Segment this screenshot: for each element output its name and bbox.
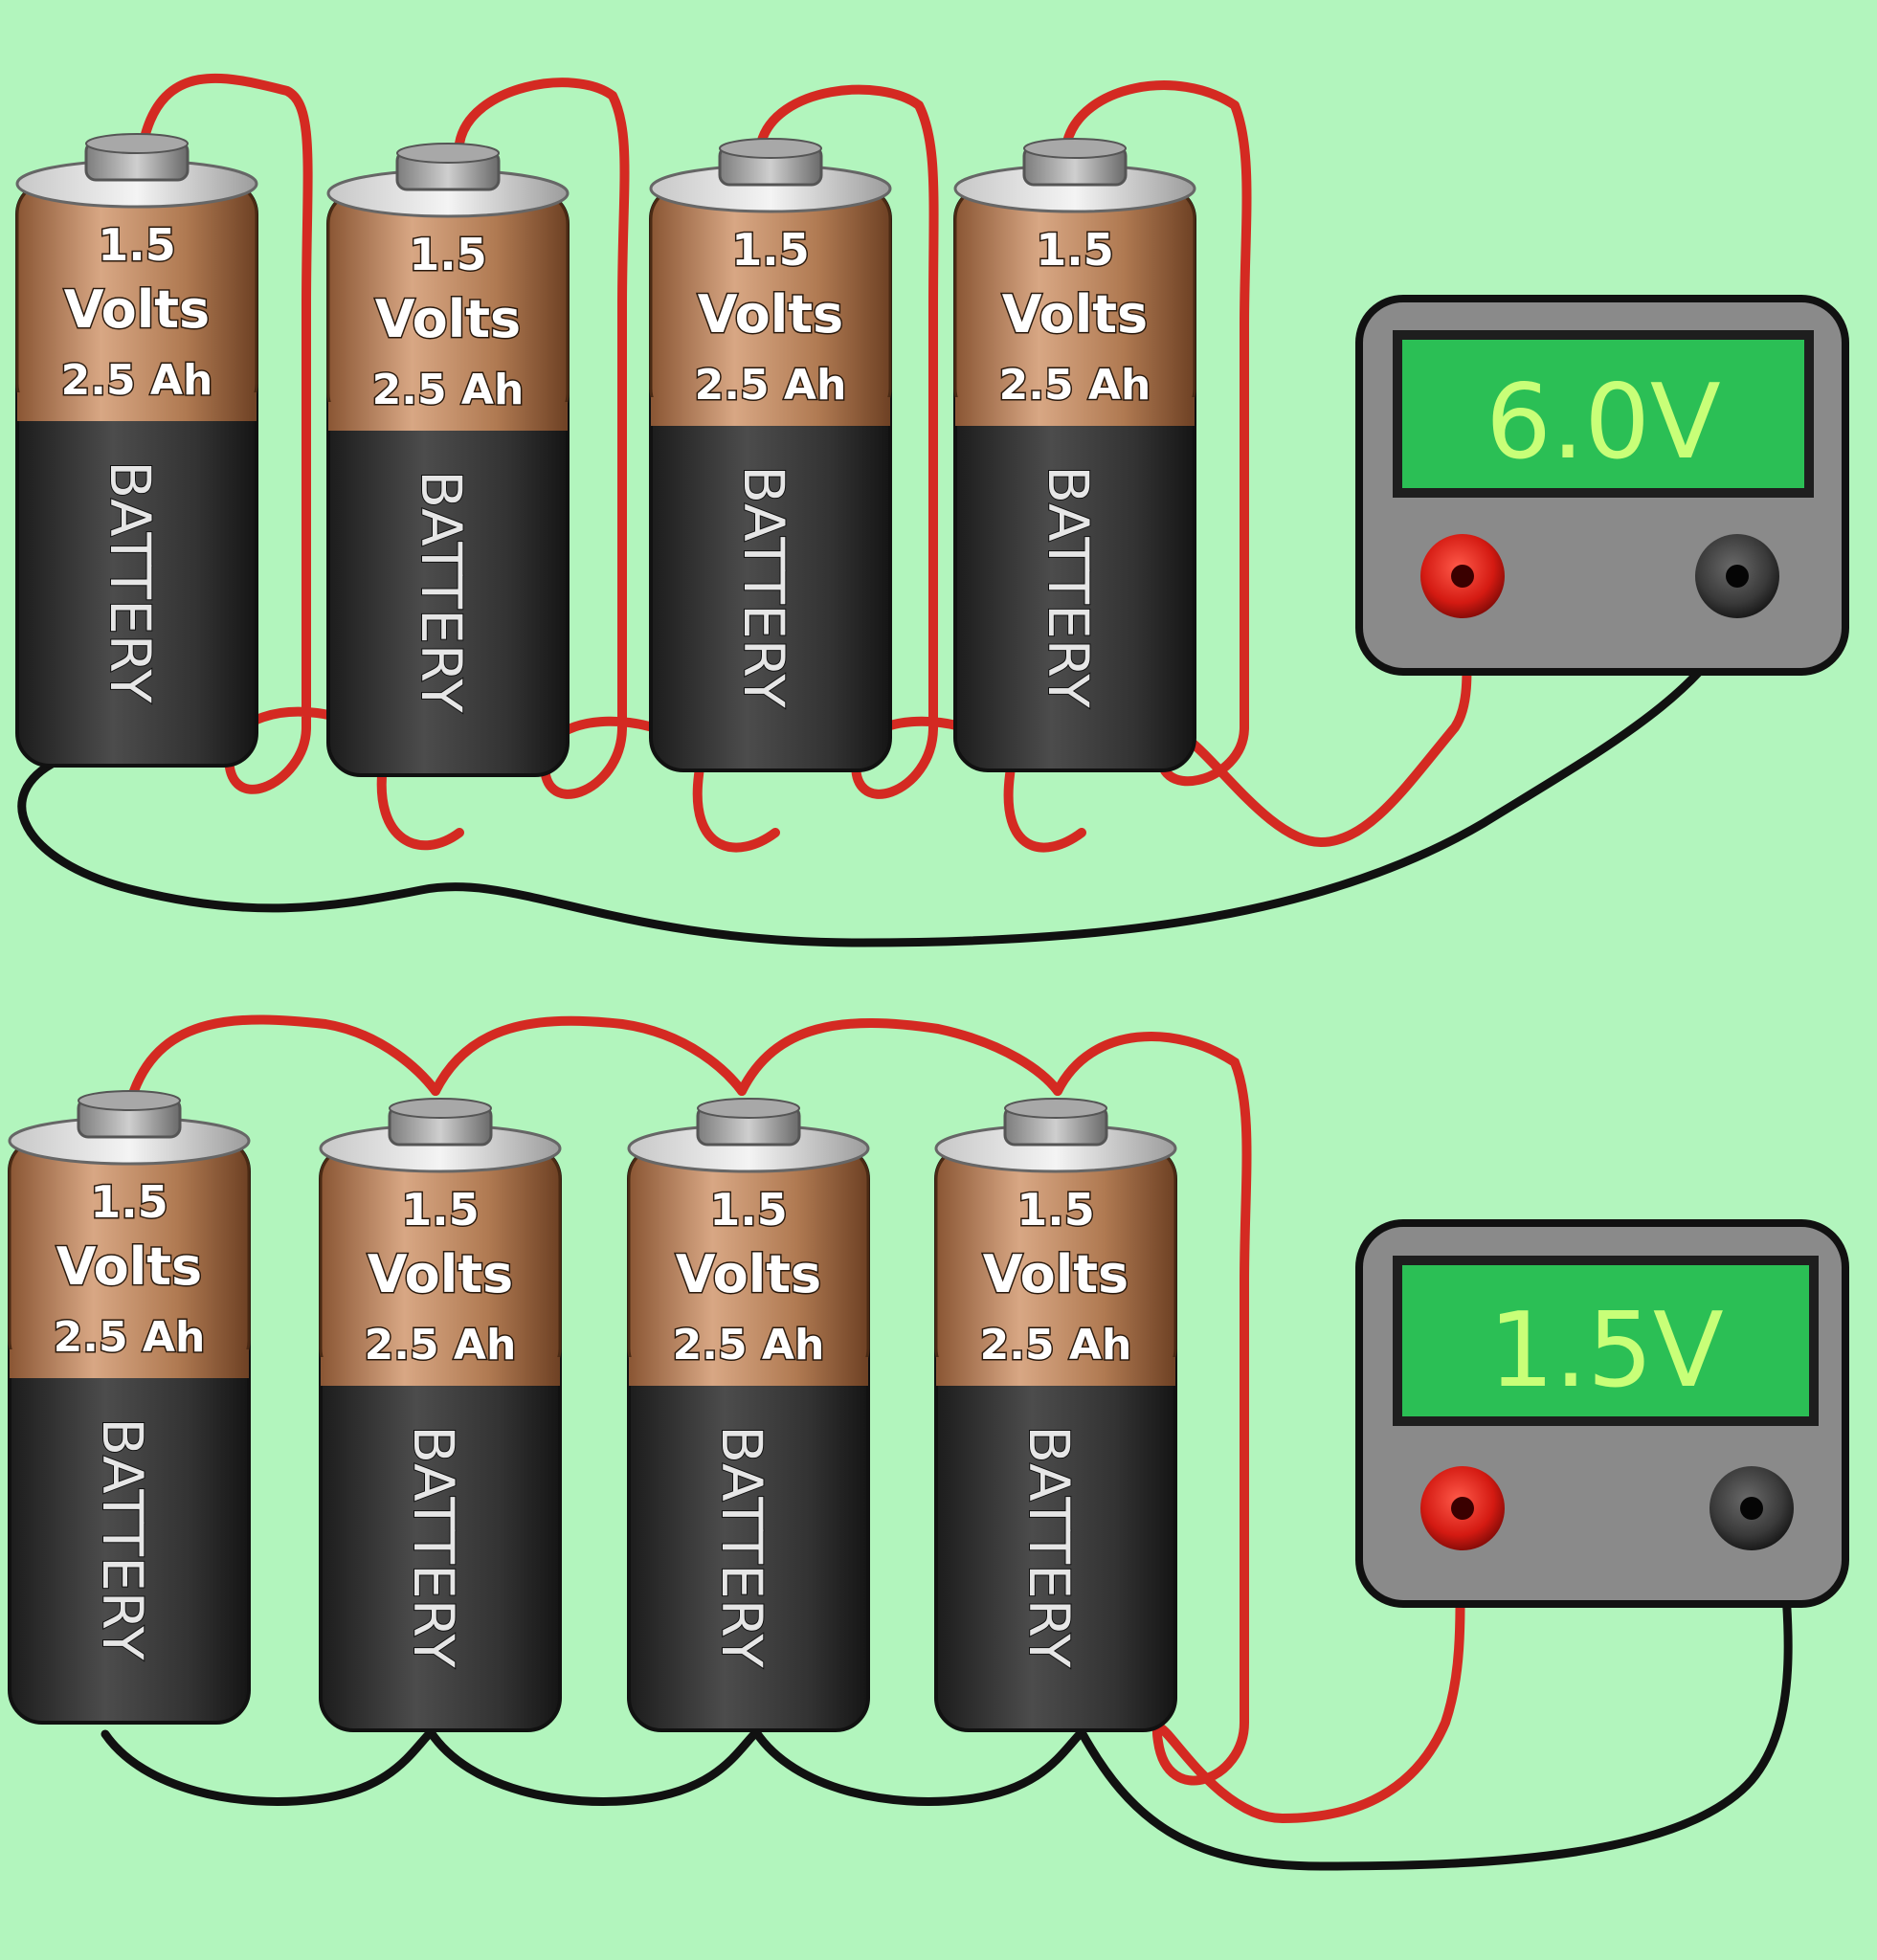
series-wire-to-meter-black [17,598,1747,947]
voltage-label: 1.5 [1036,224,1114,276]
parallel-wire-black-to-meter [1077,1526,1793,1871]
voltage-label: 1.5 [1017,1184,1095,1236]
parallel-wire-red-to-meter [1053,1031,1465,1824]
parallel-wire-black-2 [426,1727,761,1806]
voltage-label: 1.5 [90,1176,168,1228]
capacity-label: 2.5 Ah [372,366,525,414]
unit-label: Volts [64,279,210,340]
parallel-wire-red-3 [737,1017,1062,1096]
voltage-label: 1.5 [709,1184,788,1236]
series-wire-2 [455,78,780,853]
battery-body-label: BATTERY [731,465,796,708]
voltage-label: 1.5 [409,229,487,280]
parallel-wire-red-2 [431,1015,747,1096]
battery-body-label: BATTERY [401,1425,466,1668]
meter-reading-display: 6.0V [1486,363,1721,482]
battery-body-label: BATTERY [98,460,163,703]
parallel-circuit: 1.5 Volts 2.5 Ah 1.5 Volts 2.5 Ah 1.5 Vo… [8,1014,1849,1871]
voltage-label: 1.5 [731,224,810,276]
unit-label: Volts [698,284,843,345]
unit-label: Volts [375,289,521,349]
series-circuit: 1.5 Volts 2.5 Ah 1.5 Volts 2.5 Ah 1.5 Vo… [15,73,1849,947]
multimeter-parallel: 1.5V [1355,1219,1849,1608]
voltage-label: 1.5 [98,219,176,271]
battery-body-label: BATTERY [1036,465,1101,708]
battery-body-label: BATTERY [709,1425,774,1668]
capacity-label: 2.5 Ah [365,1321,517,1370]
capacity-label: 2.5 Ah [980,1321,1132,1370]
series-wire-3 [756,84,1086,853]
battery-body-label: BATTERY [409,470,474,713]
parallel-wire-red-1 [129,1014,440,1096]
unit-label: Volts [676,1244,821,1304]
unit-label: Volts [368,1244,513,1304]
capacity-label: 2.5 Ah [54,1313,206,1362]
unit-label: Volts [56,1236,202,1297]
capacity-label: 2.5 Ah [673,1321,825,1370]
capacity-label: 2.5 Ah [61,356,213,405]
unit-label: Volts [1002,284,1148,345]
capacity-label: 2.5 Ah [999,361,1151,410]
battery-body-label: BATTERY [90,1417,155,1660]
multimeter-series: 6.0V [1355,295,1849,676]
unit-label: Volts [983,1244,1128,1304]
parallel-wire-black-1 [101,1727,436,1806]
meter-reading-display: 1.5V [1488,1291,1724,1411]
parallel-wire-black-3 [751,1727,1086,1806]
voltage-label: 1.5 [401,1184,480,1236]
battery-body-label: BATTERY [1017,1425,1082,1668]
capacity-label: 2.5 Ah [695,361,847,410]
